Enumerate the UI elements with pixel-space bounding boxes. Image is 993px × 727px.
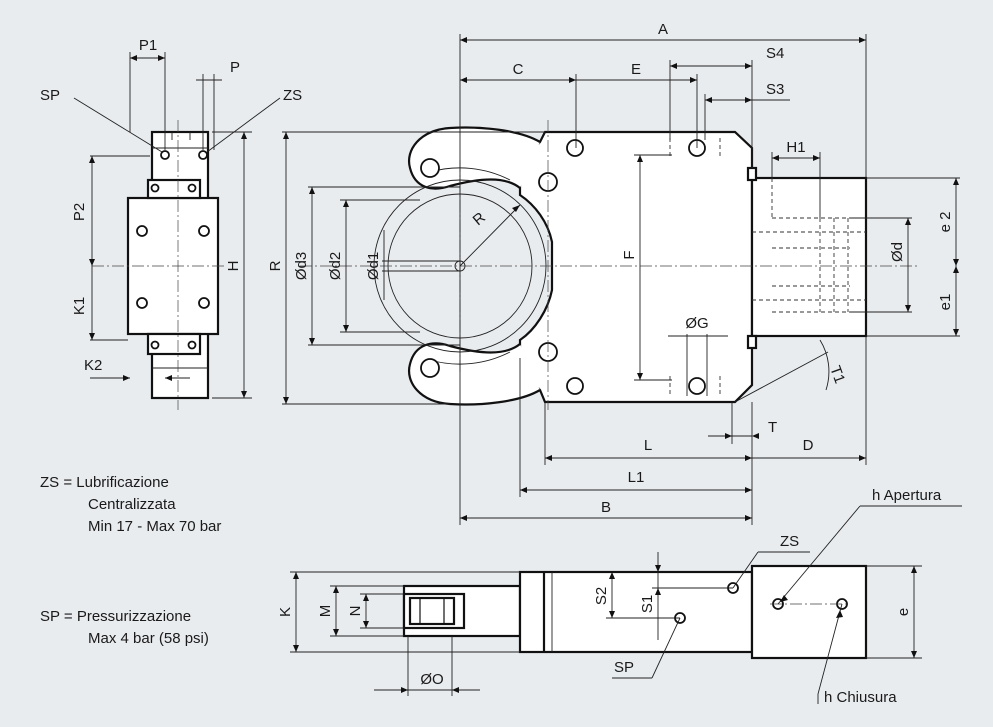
front-view: A C E S4 S3 R Ød3 <box>267 21 960 525</box>
dim-e1: e1 <box>937 294 954 311</box>
actuator-block <box>750 176 868 338</box>
dim-l1: L1 <box>628 469 645 486</box>
dim-e: E <box>631 61 641 78</box>
dim-dd: D <box>803 437 814 454</box>
dim-k: K <box>277 607 294 617</box>
legend-sp-line2: Max 4 bar (58 psi) <box>88 630 209 647</box>
legend-zs-line2: Centralizzata <box>88 496 176 513</box>
side-view: P1 P SP ZS P2 K1 K2 H <box>40 37 302 410</box>
side-view-upper-block <box>146 178 202 200</box>
dim-e-top: e <box>895 608 912 616</box>
label-h-chiusura: h Chiusura <box>824 689 897 706</box>
sp-port-icon <box>160 150 170 160</box>
dim-e2: e 2 <box>937 212 954 233</box>
label-zs: ZS <box>283 87 302 104</box>
lower-jaw <box>407 342 541 406</box>
dim-a: A <box>658 21 668 38</box>
upper-jaw <box>407 126 541 190</box>
dim-n: N <box>347 606 364 617</box>
dim-d1: Ød1 <box>365 252 382 280</box>
top-view: K M N ØO S2 S1 ZS <box>277 487 962 706</box>
dim-s4: S4 <box>766 45 784 62</box>
dim-r-inner: R <box>470 209 489 229</box>
dim-b: B <box>601 499 611 516</box>
dim-p: P <box>230 59 240 76</box>
label-sp: SP <box>40 87 60 104</box>
dim-s3: S3 <box>766 81 784 98</box>
dim-d3: Ød3 <box>293 252 310 280</box>
label-sp-bottom: SP <box>614 659 634 676</box>
legend: ZS = Lubrificazione Centralizzata Min 17… <box>40 474 221 647</box>
side-view-lower-block <box>146 332 202 356</box>
dim-o: ØO <box>420 671 443 688</box>
dim-d: Ød <box>889 242 906 262</box>
legend-zs-line1: ZS = Lubrificazione <box>40 474 169 491</box>
dim-s1: S1 <box>639 595 656 613</box>
dim-d2: Ød2 <box>327 252 344 280</box>
top-view-actuator <box>750 564 868 660</box>
top-view-body <box>518 570 754 654</box>
dim-p1: P1 <box>139 37 157 54</box>
dim-m: M <box>317 605 334 618</box>
zs-port-icon <box>198 150 208 160</box>
dim-l: L <box>644 437 652 454</box>
dim-h1: H1 <box>786 139 805 156</box>
dim-g: ØG <box>685 315 708 332</box>
gripper-body <box>518 130 754 404</box>
dim-t1: T1 <box>826 364 848 386</box>
dim-h: H <box>225 261 242 272</box>
dim-t: T <box>768 419 777 436</box>
legend-zs-line3: Min 17 - Max 70 bar <box>88 518 221 535</box>
dim-k2: K2 <box>84 357 102 374</box>
dim-c: C <box>513 61 524 78</box>
legend-sp-line1: SP = Pressurizzazione <box>40 608 191 625</box>
label-h-apertura: h Apertura <box>872 487 942 504</box>
dim-k1: K1 <box>71 297 88 315</box>
dim-r-outer: R <box>267 260 284 271</box>
label-zs-bottom: ZS <box>780 533 799 550</box>
dim-s2: S2 <box>593 587 610 605</box>
dim-f: F <box>621 250 638 259</box>
dim-p2: P2 <box>71 203 88 221</box>
